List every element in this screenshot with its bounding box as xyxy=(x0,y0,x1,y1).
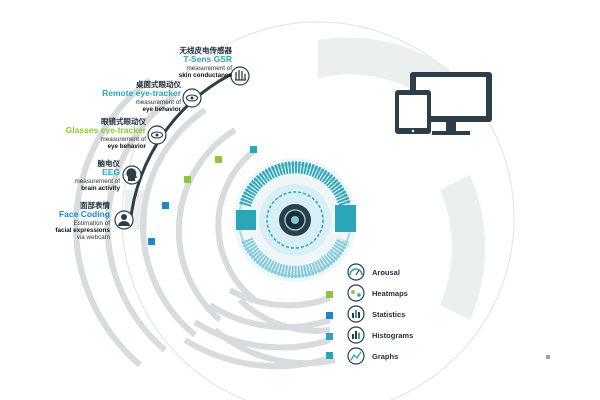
output-lines xyxy=(183,287,332,370)
ring-tab-4 xyxy=(162,202,169,209)
histogram-icon xyxy=(347,326,365,344)
sensor-desc: eye behavior xyxy=(107,142,146,150)
output-label-statistics: Statistics xyxy=(372,310,406,319)
central-target xyxy=(233,158,357,282)
graph-icon xyxy=(347,347,365,365)
hand-icon xyxy=(230,66,250,86)
output-label-graphs: Graphs xyxy=(372,352,399,361)
sensor-en: Glasses eye-tracker xyxy=(65,125,146,136)
decorative-dot xyxy=(546,355,550,359)
sensor-en: Remote eye-tracker xyxy=(102,88,181,99)
sensor-label-eeg: 脑电仪 EEG measurement of brain activity xyxy=(20,159,121,192)
sensor-cn: 脑电仪 xyxy=(97,159,121,168)
ring-tab-5 xyxy=(148,238,155,245)
output-tab-4 xyxy=(326,352,333,359)
sensor-cn: 眼镜式眼动仪 xyxy=(101,117,146,126)
arousal-icon xyxy=(347,263,365,281)
sensor-desc: via webcam xyxy=(76,234,110,241)
eye-icon xyxy=(182,88,202,108)
sensor-cn: 无线皮电传感器 xyxy=(179,46,233,55)
head-brain-icon xyxy=(122,165,142,185)
output-tab-3 xyxy=(326,333,333,340)
sensor-cn: 面部表情 xyxy=(80,201,110,210)
sensor-desc: measurement of xyxy=(135,98,182,106)
bg-arc-right xyxy=(440,175,486,320)
sensor-desc: facial expressions xyxy=(55,226,110,234)
ring-tab-1 xyxy=(250,146,257,153)
sensor-cn: 桌面式眼动仪 xyxy=(136,80,181,89)
heatmap-icon xyxy=(347,284,365,302)
output-tab-2 xyxy=(326,312,333,319)
sensor-label-glasses-eye-tracker: 眼镜式眼动仪 Glasses eye-tracker measurement o… xyxy=(32,117,147,150)
tablet-icon xyxy=(395,90,431,134)
sensor-desc: Estimation of xyxy=(73,219,110,227)
sensor-desc: measurement of xyxy=(74,177,121,185)
glasses-eye-icon xyxy=(147,125,167,145)
sensor-en: Face Coding xyxy=(58,209,110,220)
sensor-desc: eye behavior xyxy=(142,105,181,113)
output-label-arousal: Arousal xyxy=(372,268,400,277)
sensor-en: EEG xyxy=(102,167,120,178)
statistics-icon xyxy=(347,305,365,323)
sensor-en: T-Sens GSR xyxy=(183,54,232,65)
sensor-label-gsr: 无线皮电传感器 T-Sens GSR measurement of skin c… xyxy=(120,46,233,79)
sensor-desc: brain activity xyxy=(81,184,120,192)
sensor-desc: measurement of xyxy=(186,64,233,72)
output-label-heatmaps: Heatmaps xyxy=(372,289,408,298)
ring-tab-3 xyxy=(184,176,191,183)
sensor-desc: skin conductance xyxy=(178,71,232,79)
sensor-label-face-coding: 面部表情 Face Coding Estimation of facial ex… xyxy=(10,201,110,241)
ring-tab-2 xyxy=(215,156,222,163)
sensor-desc: measurement of xyxy=(100,135,147,143)
output-tab-1 xyxy=(326,291,333,298)
sensor-label-remote-eye-tracker: 桌面式眼动仪 Remote eye-tracker measurement of… xyxy=(66,80,182,113)
face-icon xyxy=(114,210,134,230)
output-label-histograms: Histograms xyxy=(372,331,414,340)
